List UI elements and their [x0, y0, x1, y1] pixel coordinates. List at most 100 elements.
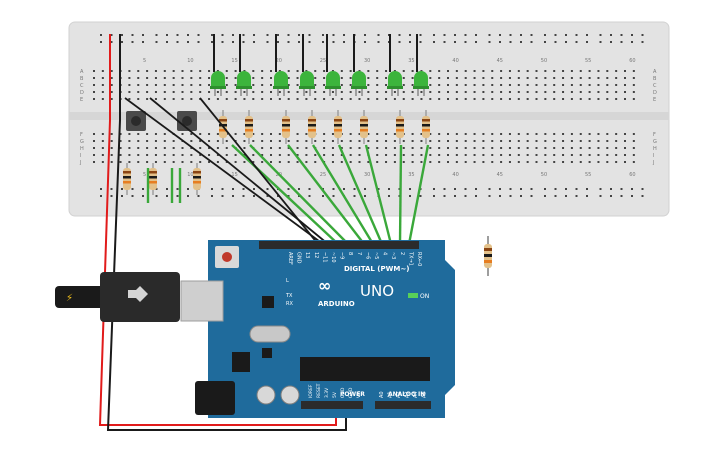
row-letter: J	[79, 160, 81, 166]
row-letter: J	[652, 160, 654, 166]
arduino-brand-label: ARDUINO	[318, 300, 355, 308]
push-button-2[interactable]	[177, 111, 197, 131]
power-pin-label: GND	[348, 387, 354, 398]
column-number: 60	[629, 58, 635, 64]
analog-in-label: ANALOG IN	[388, 391, 425, 398]
resistor[interactable]	[123, 163, 131, 195]
loose-resistor[interactable]	[484, 236, 492, 276]
column-number: 30	[364, 172, 370, 178]
resistor[interactable]	[396, 110, 404, 144]
led[interactable]	[387, 71, 403, 96]
column-number: 40	[452, 58, 458, 64]
digital-pin-label: 7	[356, 252, 362, 255]
led[interactable]	[351, 71, 367, 96]
column-number: 5	[143, 58, 146, 64]
reset-button[interactable]	[222, 252, 232, 262]
digital-pin-label: ~10	[330, 252, 336, 263]
button-wires	[124, 97, 329, 245]
arduino-model-label: UNO	[360, 282, 394, 300]
resistor[interactable]	[422, 110, 430, 144]
resistor[interactable]	[193, 163, 201, 195]
resistor[interactable]	[245, 110, 253, 144]
digital-pin-label: RX←0	[416, 252, 422, 266]
column-number: 15	[231, 58, 237, 64]
analog-pin-label: A4	[413, 391, 419, 398]
row-letter: H	[80, 146, 84, 152]
row-letter: H	[653, 146, 657, 152]
resistor[interactable]	[308, 110, 316, 144]
row-letter: A	[80, 69, 84, 75]
row-letter: A	[653, 69, 657, 75]
power-pin-label: IOREF	[308, 384, 314, 398]
led[interactable]	[299, 71, 315, 96]
column-number: 10	[187, 58, 193, 64]
led-group	[210, 71, 429, 96]
power-header-label: POWER	[340, 391, 365, 398]
digital-pin-label: 13	[304, 252, 310, 258]
led[interactable]	[236, 71, 252, 96]
column-number: 10	[187, 172, 193, 178]
power-led	[408, 293, 418, 298]
column-number: 60	[629, 172, 635, 178]
analog-pin-label: A5	[422, 391, 428, 398]
power-wires	[98, 34, 347, 431]
row-letter: I	[653, 153, 654, 159]
digital-pin-label: ~11	[321, 252, 327, 263]
row-letter: C	[653, 83, 657, 89]
usb-cable: ⚡	[55, 272, 180, 322]
power-pin-label: GND	[340, 387, 346, 398]
analog-pin-label: A2	[396, 391, 402, 398]
breadboard-column-numbers: 5510101515202025253030353540404545505055…	[143, 58, 636, 178]
svg-text:⚡: ⚡	[66, 293, 73, 304]
digital-pin-label: ~5	[373, 252, 379, 259]
l-led-label: L	[286, 278, 289, 284]
column-number: 45	[497, 58, 503, 64]
column-number: 20	[276, 58, 282, 64]
resistor[interactable]	[334, 110, 342, 144]
resistor[interactable]	[149, 163, 157, 195]
row-letter: D	[80, 90, 84, 96]
push-button-1[interactable]	[126, 111, 146, 131]
digital-pin-label: 12	[313, 252, 319, 258]
column-number: 30	[364, 58, 370, 64]
arduino-infinity-logo: ∞	[318, 276, 331, 295]
digital-pin-label: AREF	[287, 252, 293, 265]
breadboard[interactable]: 5510101515202025253030353540404545505055…	[68, 21, 670, 217]
power-pin-label: Vin	[356, 391, 362, 398]
column-number: 40	[452, 172, 458, 178]
column-number: 50	[541, 58, 547, 64]
led[interactable]	[210, 71, 226, 96]
column-number: 35	[408, 58, 414, 64]
arduino-uno-board[interactable]: ∞ UNO ARDUINO DIGITAL (PWM~) ON L TX RX …	[180, 240, 455, 418]
power-pin-label: RESET	[316, 383, 322, 398]
row-letter: B	[80, 76, 84, 82]
breadboard-holes	[93, 34, 644, 197]
digital-pin-label: ~3	[390, 252, 396, 259]
row-letter: B	[653, 76, 657, 82]
row-letter: F	[80, 132, 83, 138]
power-pin-label: 3.3V	[324, 387, 330, 398]
led[interactable]	[273, 71, 289, 96]
analog-pin-label: A0	[379, 391, 385, 398]
digital-pin-label: ~9	[339, 252, 345, 259]
column-number: 5	[143, 172, 146, 178]
row-letter: E	[80, 97, 83, 103]
led[interactable]	[325, 71, 341, 96]
column-number: 25	[320, 172, 326, 178]
resistor[interactable]	[360, 110, 368, 144]
resistor-group	[123, 110, 430, 195]
row-letter: G	[80, 139, 84, 145]
row-letter: G	[653, 139, 657, 145]
led[interactable]	[413, 71, 429, 96]
digital-pin-label: TX→1	[407, 251, 413, 266]
digital-pin-label: 8	[347, 252, 353, 255]
analog-pin-label: A3	[405, 391, 411, 398]
digital-pin-label: 2	[399, 252, 405, 255]
digital-pin-label: ~6	[364, 252, 370, 259]
on-label: ON	[420, 293, 429, 300]
resistor[interactable]	[282, 110, 290, 144]
digital-pin-label: GND	[296, 252, 302, 264]
